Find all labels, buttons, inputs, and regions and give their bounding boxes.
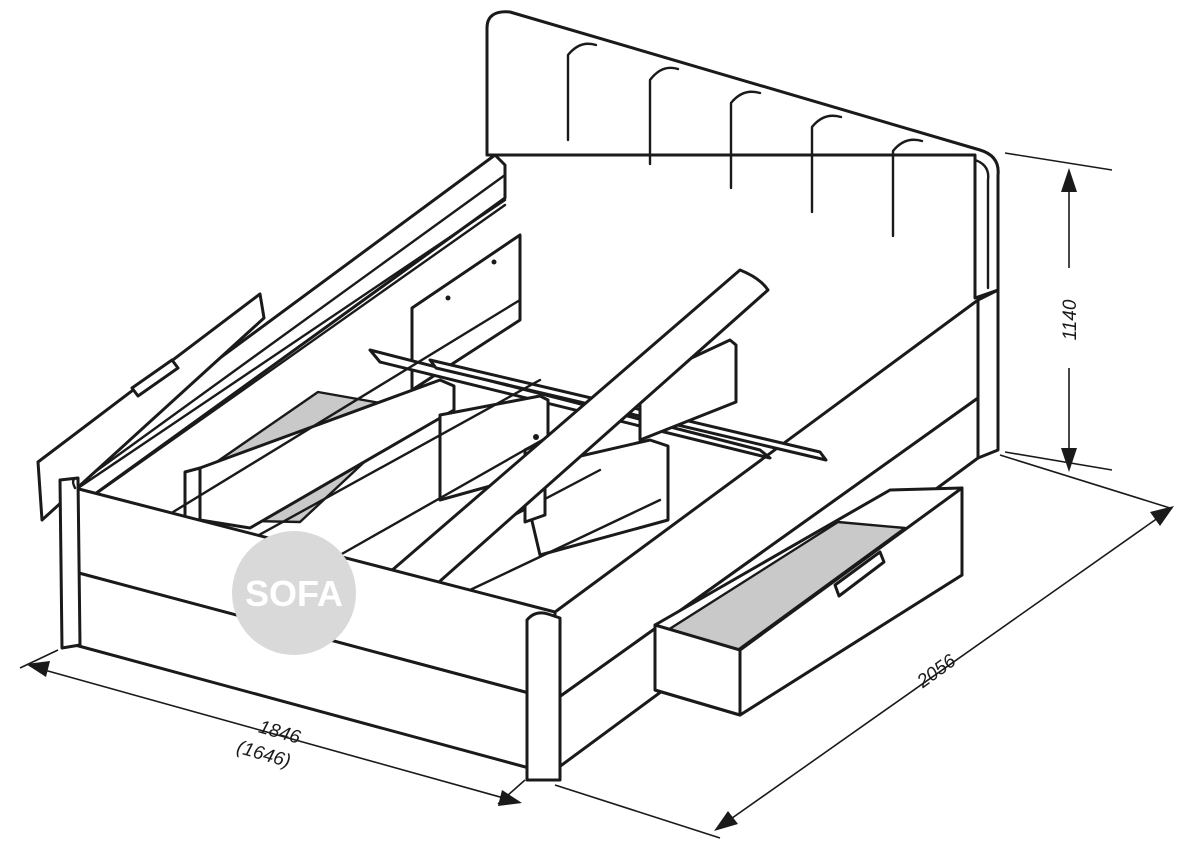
storage-drawer — [653, 486, 964, 717]
logo-text: SOFA — [245, 573, 343, 614]
height-label: 1140 — [1060, 299, 1081, 340]
length-dimension: 2056 — [554, 454, 1174, 839]
left-side-rail — [36, 153, 507, 522]
storage-frame — [73, 198, 828, 592]
headboard-channels — [566, 42, 924, 238]
height-dimension: 1140 — [1004, 152, 1113, 472]
width-dimension: 1846 (1646) — [19, 649, 526, 806]
sofa-logo: SOFA — [232, 531, 356, 655]
logo-circle — [232, 531, 356, 655]
